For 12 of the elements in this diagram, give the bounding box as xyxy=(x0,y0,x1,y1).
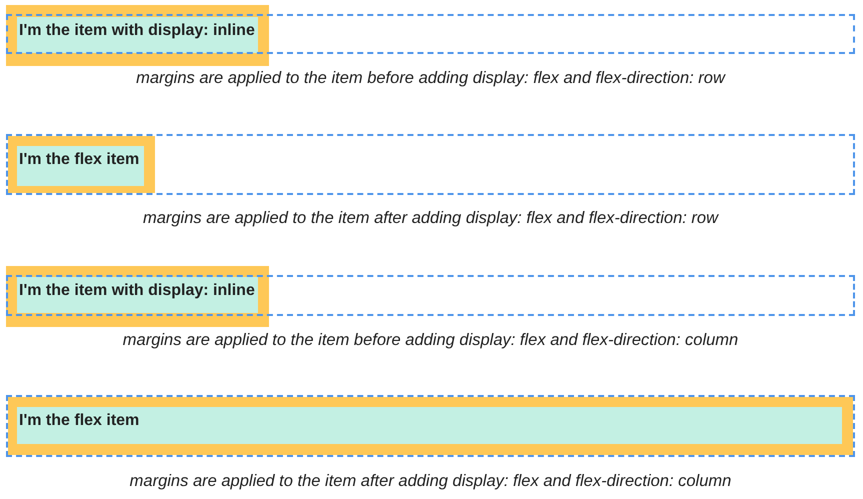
item-box: I'm the item with display: inline xyxy=(17,277,258,313)
description-text: margins are applied to the item before adding display: flex and flex-direction: row xyxy=(135,68,727,88)
description-text: margins are applied to the item after adding display: flex and flex-direction: column xyxy=(128,471,732,491)
item-box: I'm the flex item xyxy=(17,407,842,444)
flex-container xyxy=(6,134,855,195)
description-text: margins are applied to the item before adding display: flex and flex-direction: column xyxy=(122,330,740,350)
margin-area xyxy=(6,266,269,327)
margin-area xyxy=(8,136,155,193)
item-box: I'm the item with display: inline xyxy=(17,17,258,53)
item-box: I'm the flex item xyxy=(17,146,144,186)
margin-area xyxy=(6,5,269,66)
description-text: margins are applied to the item after adding display: flex and flex-direction: row xyxy=(142,208,720,228)
